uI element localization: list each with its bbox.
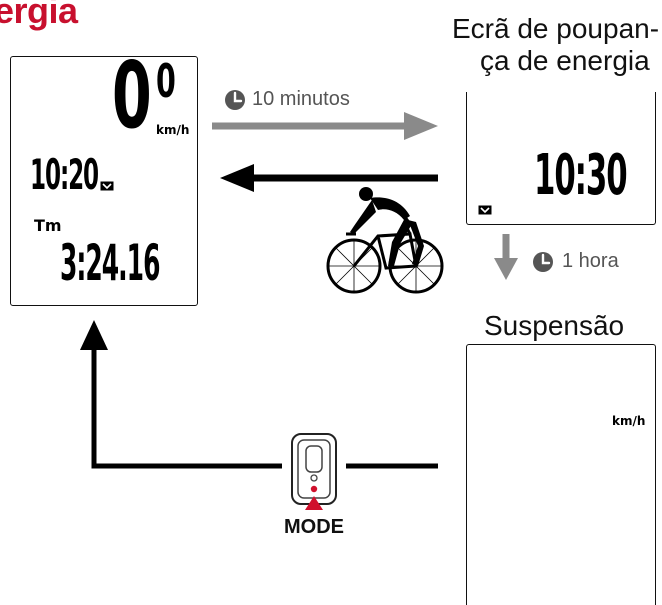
main-display — [10, 56, 198, 306]
power-saving-timer-label: 10 minutos — [252, 88, 350, 110]
arrow-to-sleep — [494, 234, 518, 280]
speed-value: 0 — [112, 42, 152, 149]
sleep-display — [466, 344, 656, 605]
speed-unit: km/h — [156, 123, 190, 137]
arrow-sleep-to-main-via-mode — [80, 320, 438, 469]
clock-value: 10:20 — [30, 150, 99, 199]
power-saving-clock: 10:30 — [534, 143, 628, 208]
page-title: ergia — [0, 0, 78, 31]
sleep-heading: Suspensão — [484, 310, 625, 341]
trip-time-value: 3:24.16 — [60, 234, 160, 292]
clock-icon — [533, 252, 553, 272]
arrow-back-to-main — [220, 164, 438, 192]
speed-value-small: 0 — [156, 54, 176, 108]
sensor-device-icon — [291, 433, 337, 510]
flow-connectors — [80, 90, 553, 510]
clock-icon — [225, 90, 245, 110]
sleep-unit: km/h — [612, 414, 646, 428]
heart-battery-icon — [100, 178, 114, 191]
mode-button[interactable]: MODE — [284, 516, 344, 538]
trip-label: Tm — [34, 216, 62, 235]
power-saving-heading-line1: Ecrã de poupan- — [452, 13, 660, 44]
arrow-to-power-saving — [212, 112, 438, 140]
power-saving-heading-line2: ça de energia — [480, 45, 650, 76]
sleep-timer-label: 1 hora — [562, 250, 619, 272]
power-saving-display — [466, 92, 656, 225]
cyclist-icon — [326, 187, 444, 294]
heart-battery-icon — [478, 202, 492, 215]
